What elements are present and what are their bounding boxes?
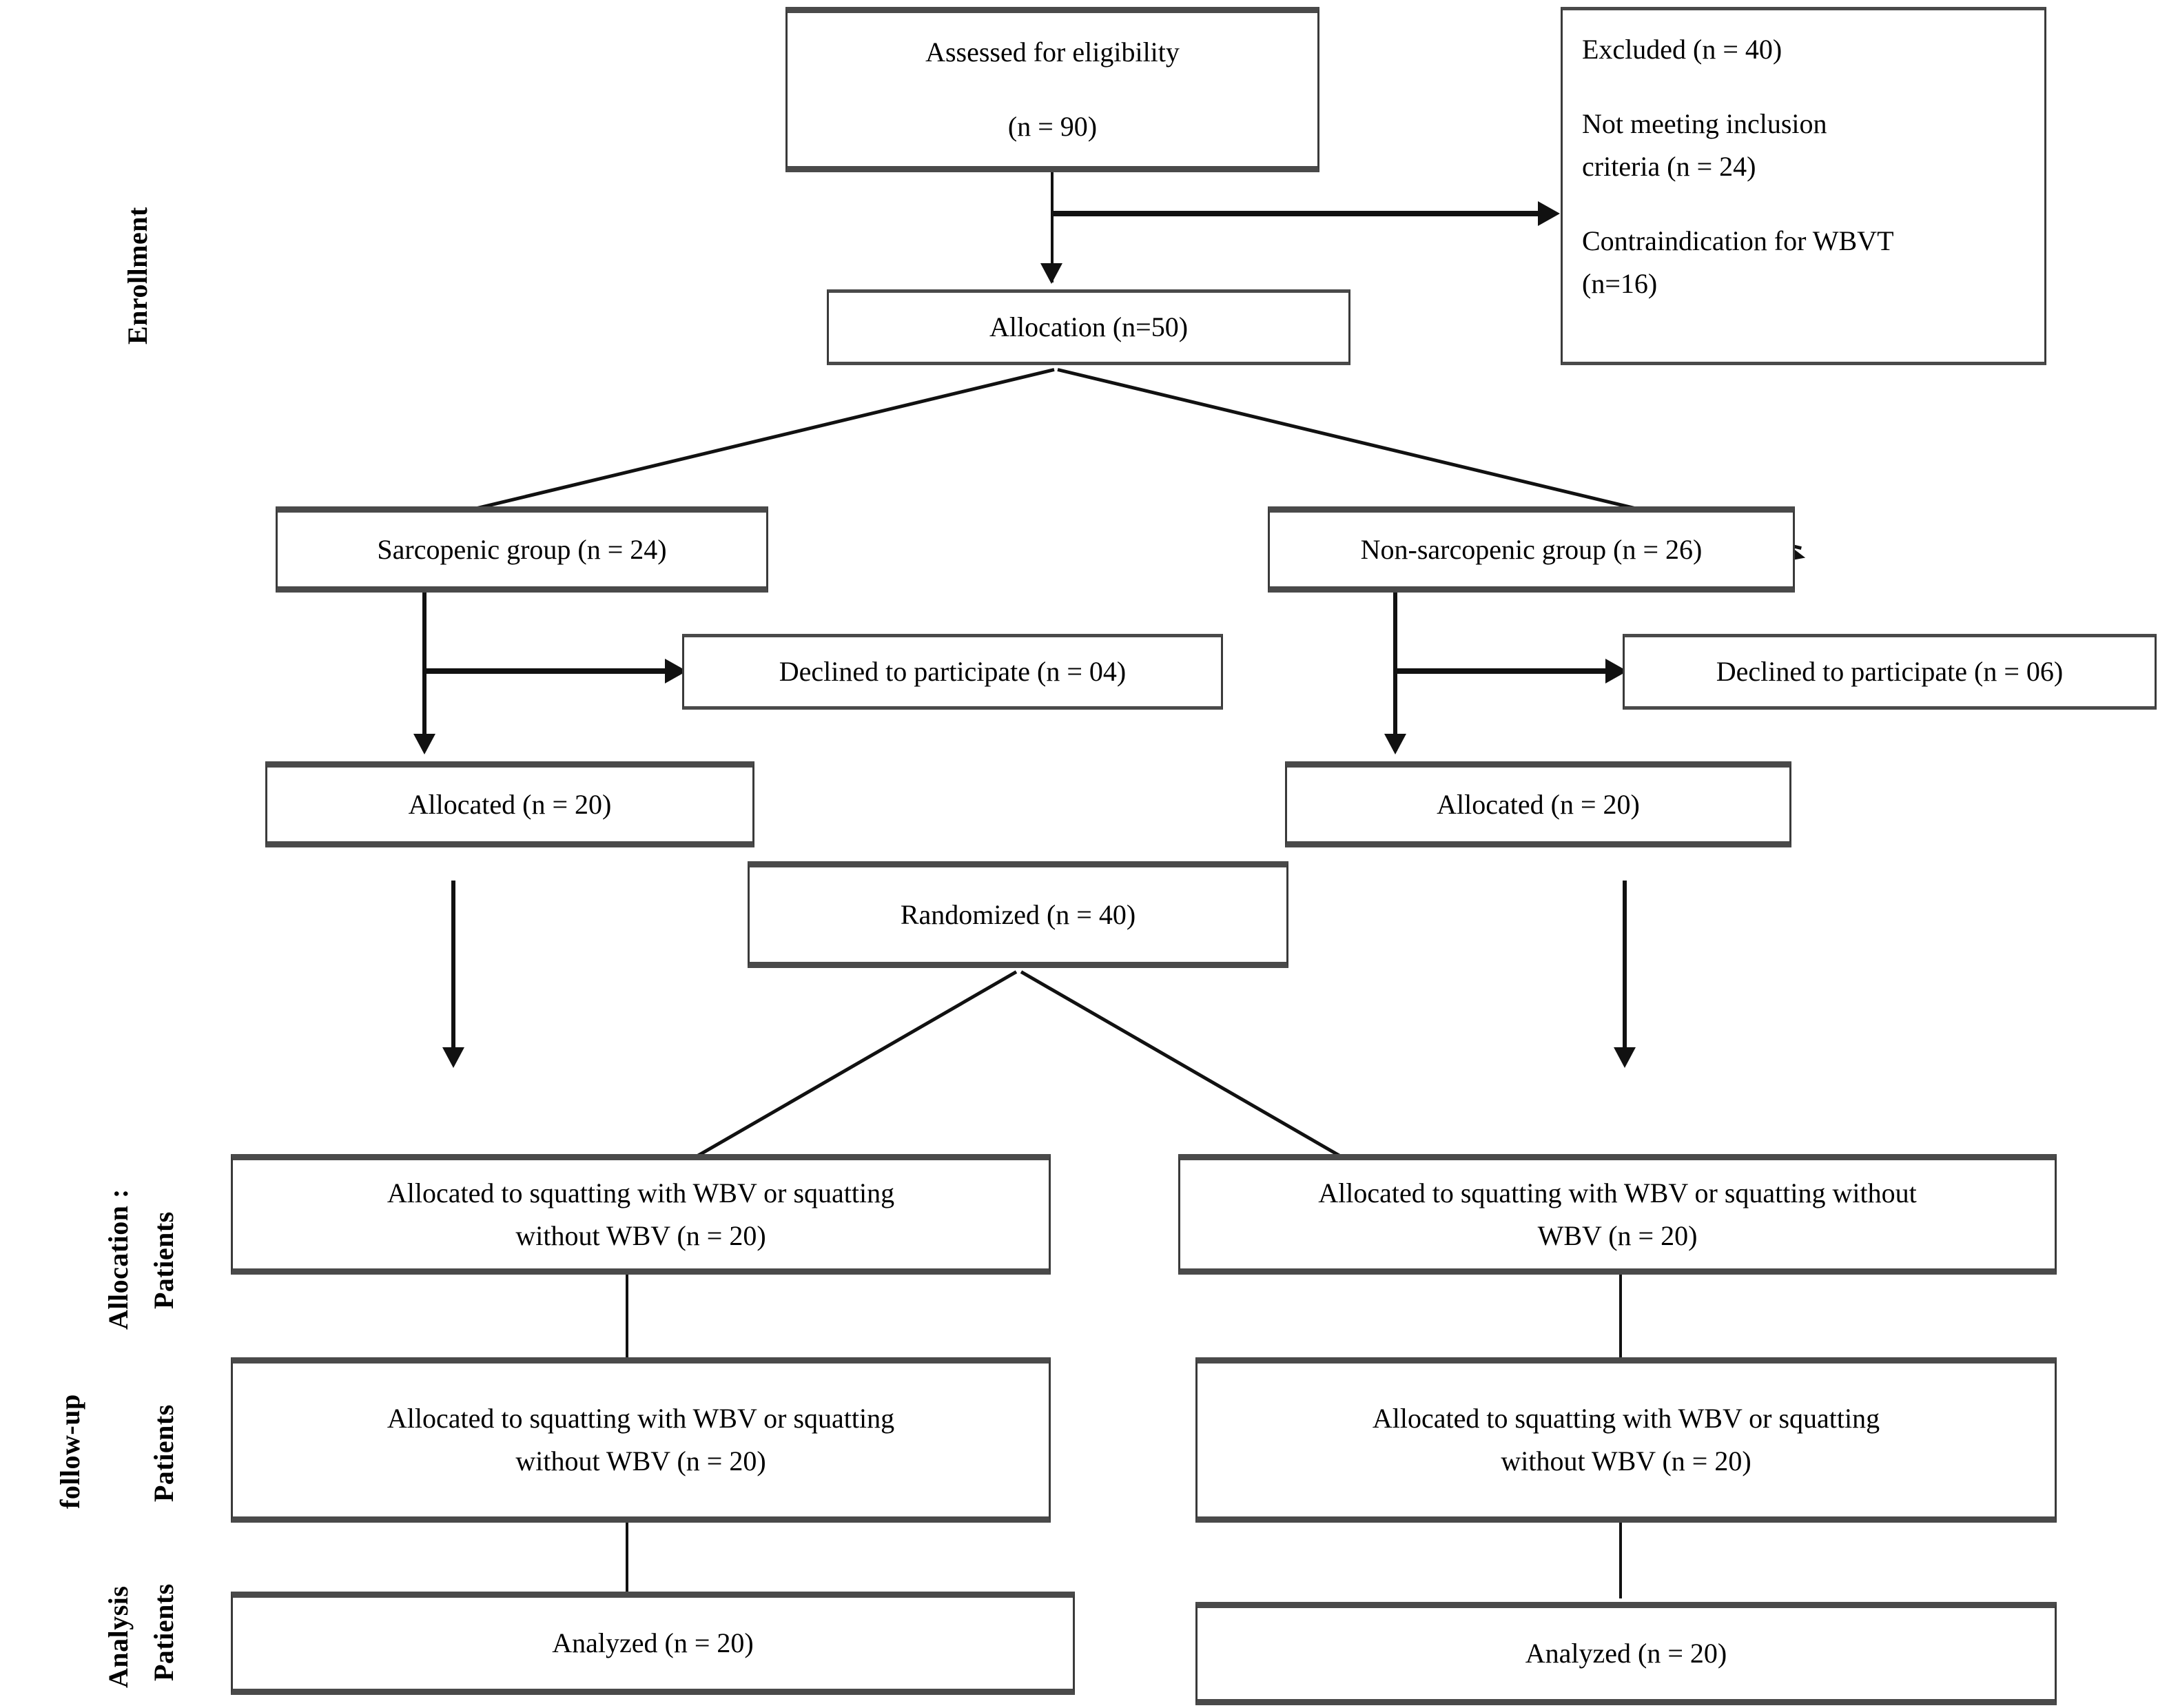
stage-label-analysis: Analysis: [103, 1585, 134, 1689]
followup-wbv-left-line-1: Allocated to squatting with WBV or squat…: [387, 1403, 895, 1434]
excluded-line-5: (n=16): [1582, 268, 1658, 299]
connector-sarcopenic-to-declined: [424, 668, 672, 674]
arrowhead-allocated-right-down: [1614, 1047, 1636, 1068]
connector-allocated-left-down: [451, 881, 455, 1056]
followup-wbv-left-line-2: without WBV (n = 20): [515, 1445, 766, 1477]
connector-assessed-down: [1051, 172, 1054, 282]
allocated-right-label: Allocated (n = 20): [1437, 788, 1640, 820]
alloc-wbv-left-line-2: without WBV (n = 20): [515, 1220, 766, 1251]
allocation-label: Allocation (n=50): [989, 311, 1189, 342]
excluded-spacer-2: [1582, 188, 2025, 220]
assessed-line-2: (n = 90): [1007, 111, 1098, 142]
excluded-line-4: Contraindication for WBVT: [1582, 225, 1894, 256]
node-sarcopenic-group: Sarcopenic group (n = 24): [276, 506, 768, 593]
node-declined-left: Declined to participate (n = 04): [682, 634, 1223, 710]
connector-allocated-right-down: [1623, 881, 1627, 1056]
connector-assessed-to-excluded: [1052, 211, 1541, 216]
connector-alloc-left-to-followup: [626, 1275, 628, 1361]
node-randomized: Randomized (n = 40): [748, 861, 1288, 968]
node-alloc-wbv-right: Allocated to squatting with WBV or squat…: [1178, 1154, 2057, 1275]
followup-wbv-right-line-1: Allocated to squatting with WBV or squat…: [1372, 1403, 1880, 1434]
node-allocated-left: Allocated (n = 20): [265, 761, 754, 847]
excluded-line-1: Excluded (n = 40): [1582, 34, 1782, 65]
arrowhead-to-excluded: [1538, 201, 1560, 226]
node-followup-wbv-left: Allocated to squatting with WBV or squat…: [231, 1357, 1051, 1523]
node-nonsarcopenic-group: Non-sarcopenic group (n = 26): [1268, 506, 1795, 593]
node-excluded: Excluded (n = 40) Not meeting inclusion …: [1561, 7, 2046, 365]
excluded-line-2: Not meeting inclusion: [1582, 108, 1827, 139]
node-followup-wbv-right: Allocated to squatting with WBV or squat…: [1195, 1357, 2057, 1523]
node-analyzed-right: Analyzed (n = 20): [1195, 1602, 2057, 1705]
node-allocation: Allocation (n=50): [827, 289, 1350, 365]
declined-left-label: Declined to participate (n = 04): [779, 656, 1127, 687]
assessed-line-1: Assessed for eligibility: [925, 37, 1180, 68]
stage-label-analysis-patients: Patients: [148, 1583, 179, 1681]
stage-label-allocation: Allocation :: [103, 1189, 134, 1330]
allocated-left-label: Allocated (n = 20): [408, 788, 612, 820]
analyzed-left-label: Analyzed (n = 20): [552, 1627, 754, 1658]
followup-wbv-right-line-2: without WBV (n = 20): [1501, 1445, 1751, 1477]
alloc-wbv-left-line-1: Allocated to squatting with WBV or squat…: [387, 1177, 895, 1208]
node-assessed-for-eligibility: Assessed for eligibility (n = 90): [785, 7, 1319, 172]
sarcopenic-group-label: Sarcopenic group (n = 24): [377, 533, 667, 565]
declined-right-label: Declined to participate (n = 06): [1716, 656, 2064, 687]
stage-label-followup: follow-up: [54, 1394, 85, 1509]
connector-nonsarcopenic-to-declined: [1395, 668, 1612, 674]
alloc-wbv-right-line-1: Allocated to squatting with WBV or squat…: [1318, 1177, 1917, 1208]
excluded-line-3: criteria (n = 24): [1582, 151, 1756, 182]
arrowhead-allocated-left-down: [442, 1047, 464, 1068]
randomized-label: Randomized (n = 40): [900, 898, 1136, 930]
stage-label-enrollment: Enrollment: [122, 207, 153, 344]
node-alloc-wbv-left: Allocated to squatting with WBV or squat…: [231, 1154, 1051, 1275]
analyzed-right-label: Analyzed (n = 20): [1525, 1638, 1727, 1669]
arrowhead-assessed-to-allocation: [1040, 263, 1062, 284]
node-analyzed-left: Analyzed (n = 20): [231, 1592, 1075, 1695]
excluded-spacer-1: [1582, 71, 2025, 103]
node-allocated-right: Allocated (n = 20): [1285, 761, 1791, 847]
connector-followup-left-to-analyzed: [626, 1523, 628, 1598]
stage-label-followup-patients: Patients: [148, 1404, 179, 1502]
arrowhead-nonsarcopenic-to-allocated: [1384, 734, 1406, 754]
assessed-spacer: [800, 74, 1305, 105]
node-declined-right: Declined to participate (n = 06): [1623, 634, 2157, 710]
alloc-wbv-right-line-2: WBV (n = 20): [1537, 1220, 1698, 1251]
connector-alloc-right-to-followup: [1619, 1275, 1622, 1361]
stage-label-allocation-patients: Patients: [148, 1211, 179, 1309]
arrowhead-sarcopenic-to-allocated: [413, 734, 435, 754]
connector-followup-right-to-analyzed: [1619, 1523, 1622, 1598]
nonsarcopenic-group-label: Non-sarcopenic group (n = 26): [1360, 533, 1703, 565]
